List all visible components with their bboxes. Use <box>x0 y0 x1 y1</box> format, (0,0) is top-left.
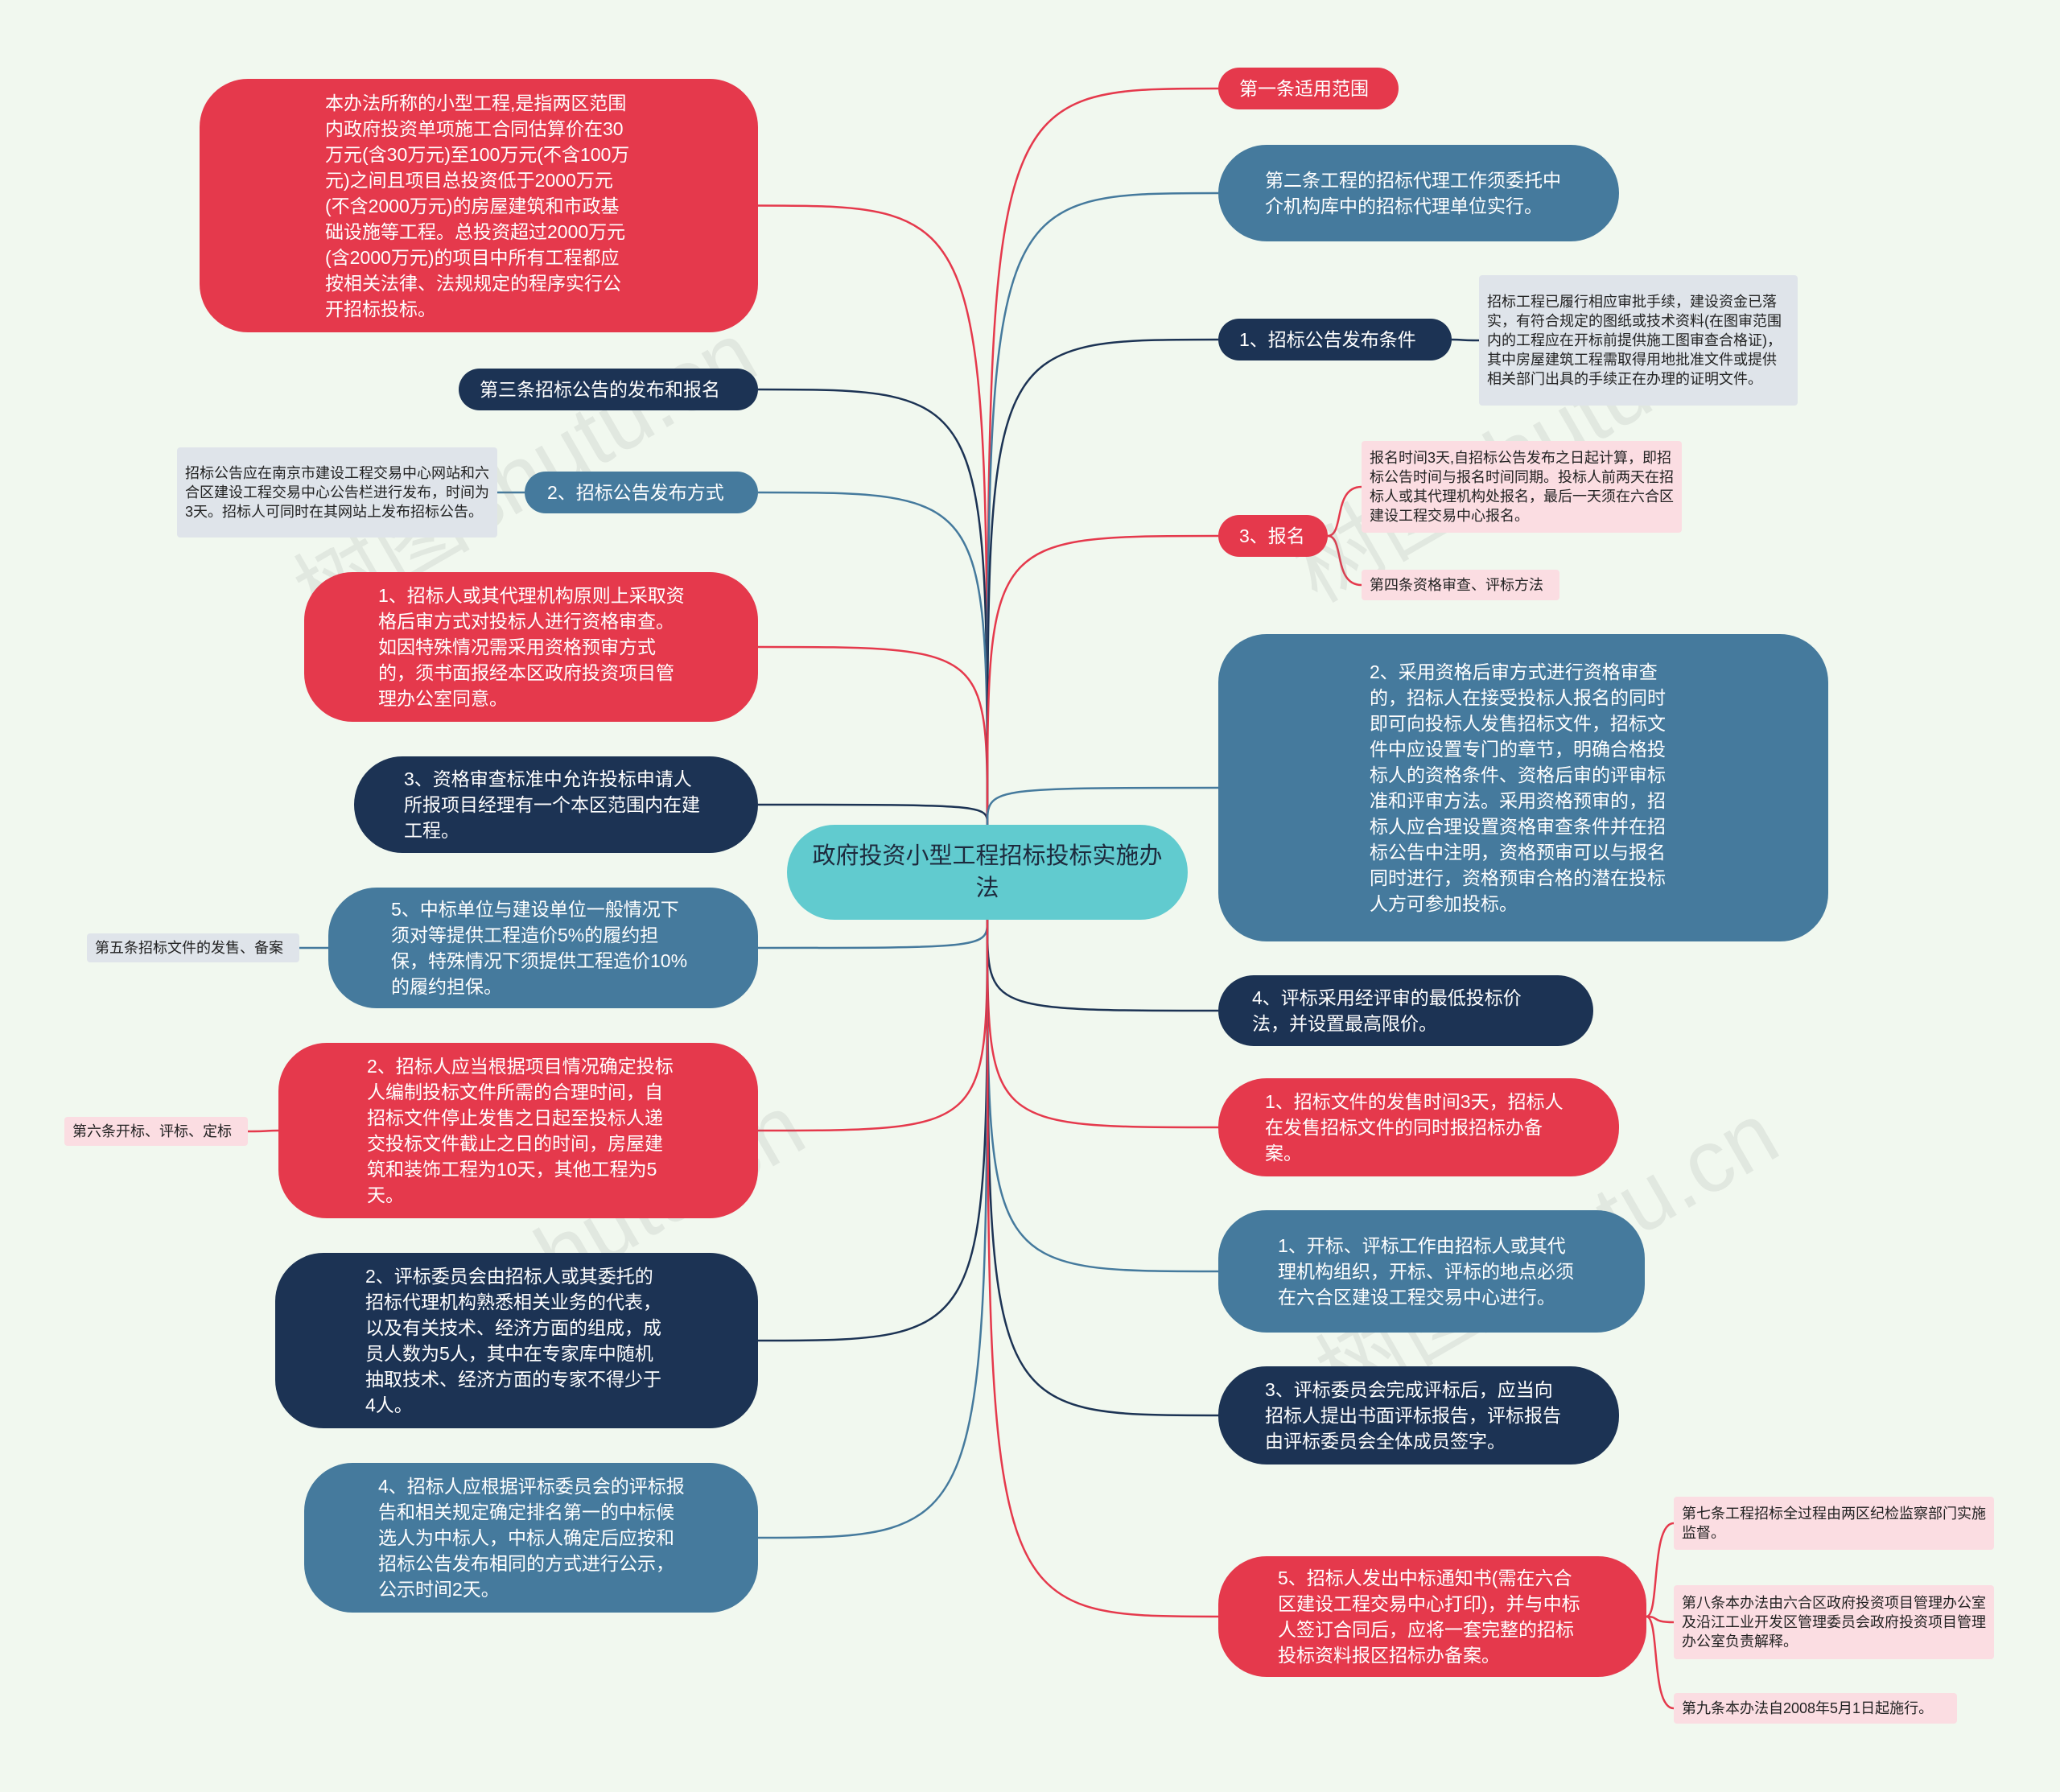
branch-connector <box>986 919 1219 1012</box>
definition-node[interactable]: 本办法所称的小型工程,是指两区范围内政府投资单项施工合同估算价在30万元(含30… <box>200 79 758 332</box>
branch-connector <box>757 491 989 826</box>
branch-connector <box>757 919 989 950</box>
document-1-node[interactable]: 1、招标文件的发售时间3天，招标人在发售招标文件的同时报招标办备案。 <box>1218 1078 1619 1176</box>
central-topic[interactable]: 政府投资小型工程招标投标实施办法 <box>787 825 1188 920</box>
sub-connector <box>1646 1522 1675 1618</box>
branch-connector <box>986 919 1219 1129</box>
branch-connector <box>757 204 989 826</box>
article1-node[interactable]: 第一条适用范围 <box>1218 68 1399 109</box>
branch-connector <box>986 919 1219 1273</box>
condition-1-node[interactable]: 1、招标公告发布条件 <box>1218 319 1452 360</box>
sub-connector <box>1327 485 1362 538</box>
article3-node[interactable]: 第三条招标公告的发布和报名 <box>459 369 758 410</box>
article7-note[interactable]: 第七条工程招标全过程由两区纪检监察部门实施监督。 <box>1674 1497 1994 1550</box>
publish-method-note[interactable]: 招标公告应在南京市建设工程交易中心网站和六合区建设工程交易中心公告栏进行发布，时… <box>177 447 497 538</box>
branch-connector <box>757 919 989 1539</box>
document-5-node[interactable]: 5、中标单位与建设单位一般情况下须对等提供工程造价5%的履约担保，特殊情况下须提… <box>328 888 758 1008</box>
branch-connector <box>986 338 1219 826</box>
publish-method-node[interactable]: 2、招标公告发布方式 <box>525 472 758 513</box>
qualification-1-node[interactable]: 1、招标人或其代理机构原则上采取资格后审方式对投标人进行资格审查。如因特殊情况需… <box>304 572 758 722</box>
article2-node[interactable]: 第二条工程的招标代理工作须委托中介机构库中的招标代理单位实行。 <box>1218 145 1619 241</box>
branch-connector <box>986 534 1219 826</box>
evaluation-2-node[interactable]: 2、评标委员会由招标人或其委托的招标代理机构熟悉相关业务的代表，以及有关技术、经… <box>275 1253 758 1428</box>
article4-note[interactable]: 第四条资格审查、评标方法 <box>1362 570 1559 600</box>
qualification-4-node[interactable]: 4、评标采用经评审的最低投标价法，并设置最高限价。 <box>1218 975 1593 1046</box>
evaluation-5-node[interactable]: 5、招标人发出中标通知书(需在六合区建设工程交易中心打印)，并与中标人签订合同后… <box>1218 1556 1646 1677</box>
branch-connector <box>757 645 989 826</box>
evaluation-3-node[interactable]: 3、评标委员会完成评标后，应当向招标人提出书面评标报告，评标报告由评标委员会全体… <box>1218 1366 1619 1464</box>
sub-connector <box>1646 1615 1675 1624</box>
branch-connector <box>986 919 1219 1618</box>
article5-note[interactable]: 第五条招标文件的发售、备案 <box>87 933 299 962</box>
evaluation-1-node[interactable]: 1、开标、评标工作由招标人或其代理机构组织，开标、评标的地点必须在六合区建设工程… <box>1218 1210 1645 1333</box>
registration-note[interactable]: 报名时间3天,自招标公告发布之日起计算，即招标公告时间与报名时间同期。投标人前两… <box>1362 441 1682 533</box>
branch-connector <box>757 803 989 826</box>
article6-note[interactable]: 第六条开标、评标、定标 <box>64 1117 248 1146</box>
condition-1-note[interactable]: 招标工程已履行相应审批手续，建设资金已落实，有符合规定的图纸或技术资料(在图审范… <box>1479 275 1798 406</box>
branch-connector <box>986 786 1219 826</box>
branch-connector <box>757 388 989 826</box>
sub-connector <box>1327 534 1362 587</box>
branch-connector <box>986 919 1219 1417</box>
qualification-2-node[interactable]: 2、采用资格后审方式进行资格审查的，招标人在接受投标人报名的同时即可向投标人发售… <box>1218 634 1828 941</box>
branch-connector <box>757 919 989 1132</box>
article8-note[interactable]: 第八条本办法由六合区政府投资项目管理办公室及沿江工业开发区管理委员会政府投资项目… <box>1674 1585 1994 1659</box>
sub-connector <box>1646 1615 1675 1710</box>
document-2-node[interactable]: 2、招标人应当根据项目情况确定投标人编制投标文件所需的合理时间，自招标文件停止发… <box>278 1043 758 1218</box>
registration-node[interactable]: 3、报名 <box>1218 515 1328 557</box>
article9-note[interactable]: 第九条本办法自2008年5月1日起施行。 <box>1674 1693 1957 1724</box>
evaluation-4-node[interactable]: 4、招标人应根据评标委员会的评标报告和相关规定确定排名第一的中标候选人为中标人，… <box>304 1463 758 1613</box>
branch-connector <box>986 192 1219 826</box>
qualification-3-node[interactable]: 3、资格审查标准中允许投标申请人所报项目经理有一个本区范围内在建工程。 <box>354 756 758 853</box>
